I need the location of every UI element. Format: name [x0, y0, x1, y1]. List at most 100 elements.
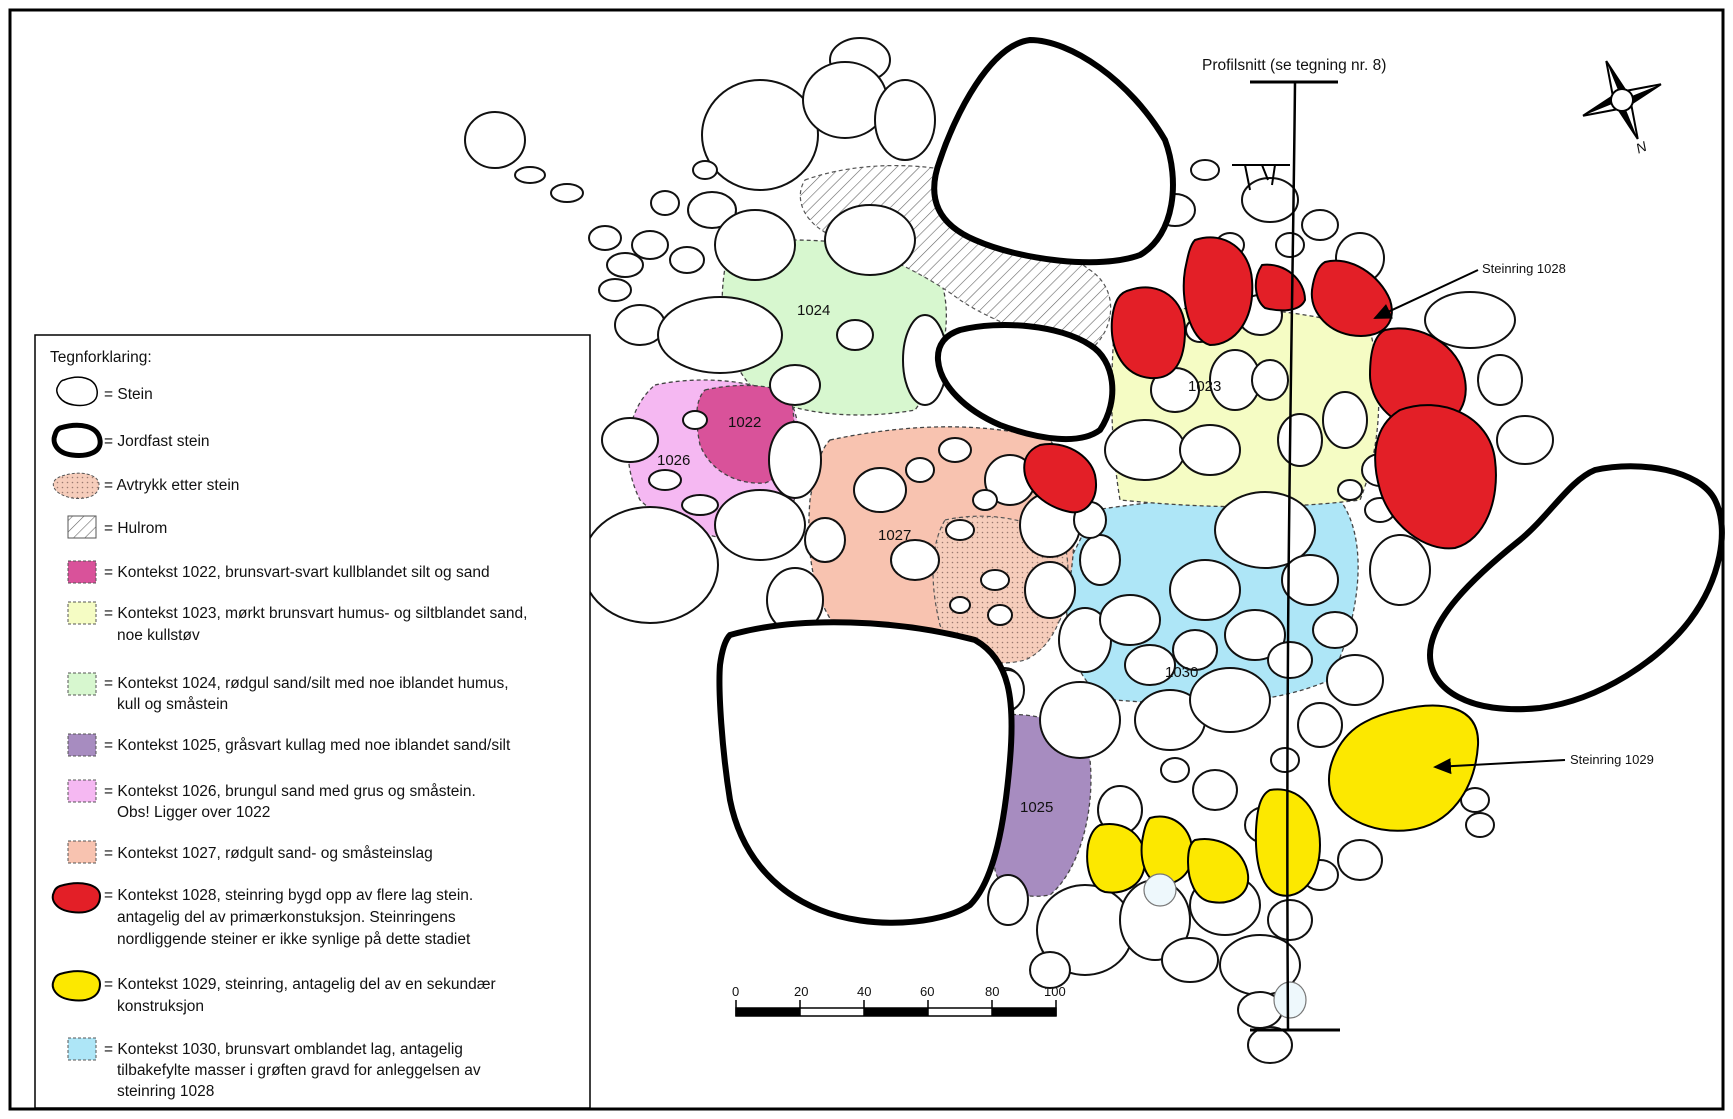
fixed-stone: [1426, 463, 1725, 713]
legend-1026-icon: [67, 779, 97, 803]
stone: [980, 569, 1010, 591]
legend-item-text: tilbakefylte masser i grøften gravd for …: [117, 1062, 481, 1079]
stone: [874, 79, 936, 161]
stone: [768, 421, 822, 499]
legend-item-text: = Kontekst 1023, mørkt brunsvart humus- …: [104, 605, 527, 622]
legend-1024-icon: [67, 672, 97, 696]
stone: [1281, 554, 1339, 606]
ring-1029-stone: [1186, 838, 1250, 904]
stone: [1143, 873, 1177, 907]
ring-1029-stone: [1140, 815, 1194, 886]
legend-1027-icon: [67, 840, 97, 864]
stone: [714, 489, 806, 561]
fixed-stones: [716, 36, 1725, 926]
stone: [1241, 177, 1299, 223]
legend-title: Tegnforklaring:: [50, 349, 152, 366]
arrow-ring-1028: [1373, 269, 1479, 319]
scale-tick-label: 80: [985, 984, 999, 999]
stone: [682, 410, 708, 430]
stone: [1465, 812, 1495, 838]
legend-1025-icon: [67, 733, 97, 757]
ring-1028-stone: [1374, 404, 1497, 550]
legend-impression-icon: [52, 472, 100, 499]
legend-item-text: = Kontekst 1028, steinring bygd opp av f…: [104, 887, 473, 904]
ring-1028-stone: [1310, 259, 1393, 337]
stone: [1267, 899, 1313, 941]
stone: [1337, 839, 1383, 881]
stone: [1312, 611, 1358, 649]
stone: [1424, 291, 1516, 349]
stone: [1301, 209, 1339, 241]
legend-1022-icon: [67, 560, 97, 584]
stone: [1169, 559, 1241, 621]
stone: [650, 190, 680, 216]
fixed-stone: [934, 322, 1116, 442]
legend-stone-icon: [56, 376, 98, 407]
legend-item-text: nordliggende steiner er ikke synlige på …: [117, 931, 471, 948]
legend-item-text: = Kontekst 1027, rødgult sand- og småste…: [104, 845, 433, 862]
stone: [1179, 424, 1241, 476]
fixed-stone: [931, 36, 1176, 266]
stone: [687, 191, 737, 229]
stone: [1337, 479, 1363, 501]
scale-bar: 0 20 40 60 80 100: [732, 984, 1066, 1017]
stone: [550, 183, 584, 203]
stone: [1039, 681, 1121, 759]
stone: [1190, 159, 1220, 181]
ring-1028-stones: [1023, 236, 1497, 550]
stone: [1496, 415, 1554, 465]
stone: [714, 209, 796, 281]
context-labels: 1024 1022 1026 1027 1023 1030 1025: [657, 302, 1221, 816]
stone: [514, 166, 546, 184]
legend-item-text: kull og småstein: [117, 696, 228, 713]
stone: [669, 246, 705, 274]
profile-section: Profilsnitt (se tegning nr. 8): [1202, 57, 1386, 1032]
legend-1030-icon: [67, 1037, 97, 1061]
stone: [1189, 667, 1271, 733]
label-1022: 1022: [728, 414, 761, 431]
compass-center-icon: [1610, 88, 1634, 112]
label-1026: 1026: [657, 452, 690, 469]
stone: [905, 457, 935, 483]
stone: [601, 417, 659, 463]
legend-item-text: = Kontekst 1030, brunsvart omblandet lag…: [104, 1041, 463, 1058]
profile-label: Profilsnitt (se tegning nr. 8): [1202, 57, 1386, 74]
stone: [701, 79, 819, 191]
stone: [804, 517, 846, 563]
stone: [890, 539, 940, 581]
stone: [1160, 757, 1190, 783]
legend-item-text: = Kontekst 1024, rødgul sand/silt med no…: [104, 675, 509, 692]
ring-1029-stone: [1328, 704, 1480, 832]
map-frame: [8, 8, 1725, 1111]
stone: [1275, 232, 1305, 258]
stone: [1124, 644, 1176, 686]
legend-item-text: noe kullstøv: [117, 627, 200, 644]
legend: Tegnforklaring: = Stein = Jordfast stein…: [34, 334, 591, 1109]
legend-item-text: = Jordfast stein: [104, 433, 210, 450]
scale-tick-label: 100: [1044, 984, 1066, 999]
stone: [1104, 419, 1186, 481]
label-1023: 1023: [1188, 378, 1221, 395]
label-1025: 1025: [1020, 799, 1053, 816]
legend-1028-icon: [51, 882, 102, 914]
scale-tick-label: 0: [732, 984, 739, 999]
stone: [1477, 354, 1523, 406]
stone: [1251, 359, 1289, 401]
stone: [987, 604, 1013, 626]
stone: [1099, 594, 1161, 646]
ring-1028-stone: [1110, 286, 1187, 380]
stone: [648, 469, 682, 491]
stone: [606, 252, 644, 278]
stone: [1273, 981, 1307, 1019]
stone: [1029, 951, 1071, 989]
legend-item-text: = Kontekst 1022, brunsvart-svart kullbla…: [104, 564, 490, 581]
stone: [1326, 654, 1384, 706]
stone: [769, 364, 821, 406]
legend-item-text: = Hulrom: [104, 520, 167, 537]
legend-item-text: = Kontekst 1029, steinring, antagelig de…: [104, 976, 496, 993]
stone: [1369, 534, 1431, 606]
fixed-stone: [716, 619, 1015, 926]
stone: [824, 204, 916, 276]
ring-1028-stone: [1254, 263, 1307, 312]
